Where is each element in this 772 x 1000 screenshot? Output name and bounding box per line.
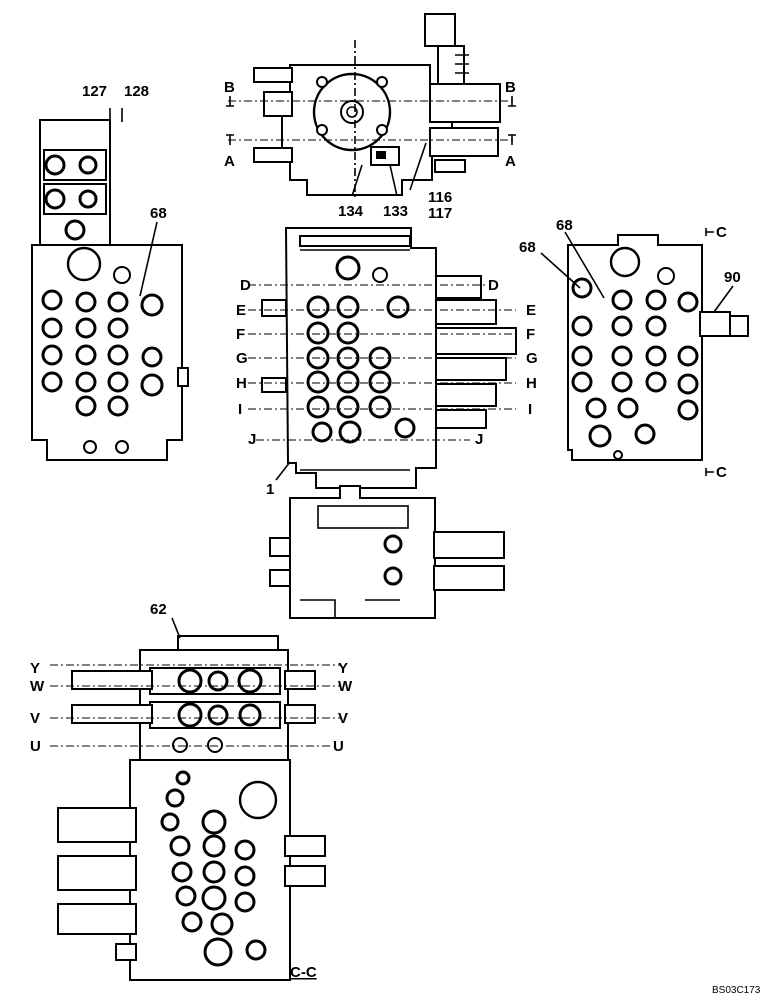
left-view-callouts: 127 128 68 (82, 83, 167, 297)
section-mark-f-left: F (236, 326, 245, 343)
section-mark-g-left: G (236, 350, 248, 367)
section-mark-a-left: A (224, 153, 235, 170)
part-label-128: 128 (124, 83, 149, 100)
section-view-title-c-c: C-C (290, 964, 317, 981)
section-mark-u-right: U (333, 738, 344, 755)
section-mark-c-top: C (716, 224, 727, 241)
section-mark-f-right: F (526, 326, 535, 343)
section-mark-j-right: J (475, 431, 483, 448)
section-mark-b-left: B (224, 79, 235, 96)
section-mark-j-left: J (248, 431, 256, 448)
drawing-code: BS03C173 (712, 985, 761, 996)
section-mark-d-right: D (488, 277, 499, 294)
part-label-68-right-outer: 68 (519, 239, 536, 256)
part-label-68-left: 68 (150, 205, 167, 222)
section-marks-center-view: D E F G H I J D E F G H I J 1 (236, 277, 538, 498)
part-label-116: 116 (428, 189, 452, 206)
left-view-port-grid (41, 289, 164, 454)
section-mark-c-bottom: C (716, 464, 727, 481)
part-label-1: 1 (266, 481, 274, 498)
section-c-c-port-grid (160, 809, 267, 967)
section-marks-c-c-view: Y W V U Y W V U 62 C-C (30, 601, 353, 981)
section-mark-v-right: V (338, 710, 348, 727)
section-mark-i-left: I (238, 401, 242, 418)
part-label-62: 62 (150, 601, 167, 618)
section-mark-i-right: I (528, 401, 532, 418)
right-view-port-grid (571, 277, 699, 460)
part-label-117: 117 (428, 205, 452, 222)
bottom-view (269, 485, 505, 619)
section-mark-e-left: E (236, 302, 246, 319)
left-side-view (31, 108, 189, 461)
section-mark-a-right: A (505, 153, 516, 170)
section-marks-top-view: B A B A (224, 79, 516, 170)
section-mark-y-right: Y (338, 660, 348, 677)
section-c-c-view (57, 635, 326, 981)
section-mark-h-right: H (526, 375, 537, 392)
right-side-view (567, 234, 749, 461)
section-mark-v-left: V (30, 710, 40, 727)
part-label-134: 134 (338, 203, 364, 220)
section-mark-g-right: G (526, 350, 538, 367)
center-view-port-grid (306, 255, 416, 444)
part-label-90: 90 (724, 269, 741, 286)
part-label-133: 133 (383, 203, 408, 220)
part-label-127: 127 (82, 83, 107, 100)
section-mark-w-right: W (338, 678, 353, 695)
section-mark-d-left: D (240, 277, 251, 294)
section-mark-e-right: E (526, 302, 536, 319)
section-mark-b-right: B (505, 79, 516, 96)
right-view-callouts: 68 68 90 C C (519, 217, 741, 481)
section-mark-w-left: W (30, 678, 45, 695)
top-view-callouts: 134 133 116 117 (338, 142, 452, 222)
top-view (228, 13, 516, 200)
section-mark-u-left: U (30, 738, 41, 755)
part-label-68-right-inner: 68 (556, 217, 573, 234)
center-front-view (261, 227, 517, 489)
section-mark-y-left: Y (30, 660, 40, 677)
section-mark-h-left: H (236, 375, 247, 392)
